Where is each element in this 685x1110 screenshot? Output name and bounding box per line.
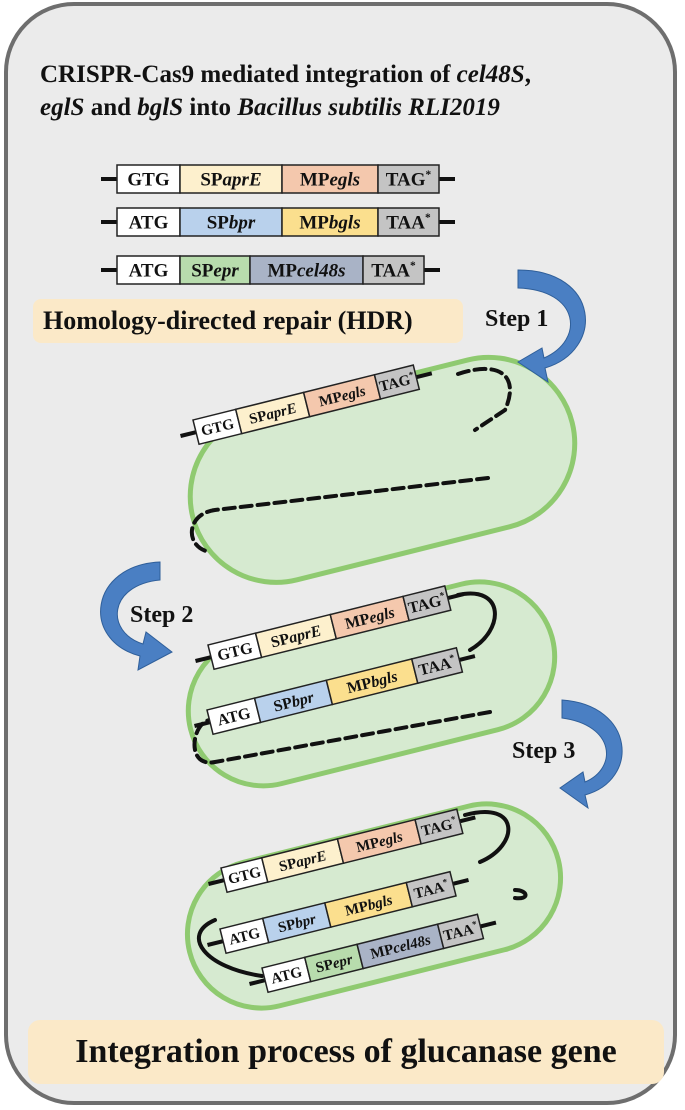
start-codon-label: GTG xyxy=(200,416,237,440)
start-codon-segment xyxy=(116,164,181,194)
start-codon-label: GTG xyxy=(227,864,264,888)
signal-peptide-label: SPbpr xyxy=(277,912,318,937)
stop-codon-segment xyxy=(410,646,464,685)
title-into: into xyxy=(183,94,238,121)
start-codon-label: ATG xyxy=(270,964,305,987)
stop-codon-segment xyxy=(414,808,464,845)
mature-peptide-label: MPegls xyxy=(300,170,360,191)
signal-peptide-label: SPepr xyxy=(314,952,354,977)
dna-tail xyxy=(207,939,224,947)
step-2-label: Step 2 xyxy=(130,602,194,628)
signal-peptide-segment xyxy=(179,164,283,194)
title-gene-bgls: bglS xyxy=(137,94,184,121)
dna-tail xyxy=(458,654,476,662)
stop-codon-label: TAA* xyxy=(371,260,416,282)
mature-peptide-segment xyxy=(281,207,379,237)
construct-egls: GTG SPaprE MPegls TAG* xyxy=(208,808,476,894)
stop-codon-label: TAG* xyxy=(386,169,432,191)
arrow-step-1 xyxy=(517,269,586,384)
dna-tail xyxy=(195,655,212,663)
stop-codon-segment xyxy=(377,164,440,194)
signal-peptide-label: SPepr xyxy=(191,261,239,282)
signal-peptide-segment xyxy=(179,255,251,285)
start-codon-segment xyxy=(116,207,181,237)
title-and: and xyxy=(84,94,138,121)
stop-codon-label: TAG* xyxy=(377,369,417,395)
title-gene-egls: eglS xyxy=(40,94,85,121)
start-codon-label: ATG xyxy=(228,925,263,948)
step-3-label: Step 3 xyxy=(512,738,576,764)
mature-peptide-label: MPbgls xyxy=(299,213,360,234)
construct-bgls: ATG SPbpr MPbgls TAA* xyxy=(101,207,455,237)
construct-cel48s: ATG SPepr MPcel48s TAA* xyxy=(101,255,440,285)
title-prefix: CRISPR-Cas9 mediated integration of xyxy=(40,61,457,88)
diagram-title: CRISPR-Cas9 mediated integration of cel4… xyxy=(40,58,640,124)
dna-tail xyxy=(479,920,497,929)
cell-3-solid-lower xyxy=(513,888,528,901)
cell-1-dashed-lower xyxy=(189,476,490,554)
title-organism: Bacillus subtilis RLI2019 xyxy=(237,94,500,121)
signal-peptide-label: SPaprE xyxy=(278,848,329,875)
dna-tail xyxy=(249,978,266,986)
dna-tail xyxy=(194,720,211,728)
stop-codon-segment xyxy=(402,585,452,622)
construct-egls: GTG SPaprE MPegls TAG* xyxy=(101,164,455,194)
stop-codon-label: TAA* xyxy=(441,919,480,945)
dna-tail xyxy=(459,815,476,824)
mature-peptide-label: MPbgls xyxy=(345,668,399,697)
stop-codon-label: TAA* xyxy=(386,212,431,234)
stop-codon-label: TAA* xyxy=(412,876,451,902)
stop-codon-segment xyxy=(377,207,440,237)
start-codon-label: GTG xyxy=(127,170,169,191)
stop-codon-label: TAG* xyxy=(419,814,459,840)
arrow-step-2 xyxy=(100,561,173,671)
mature-peptide-label: MPcel48s xyxy=(267,261,345,282)
mature-peptide-label: MPegls xyxy=(343,604,396,633)
cell-1-dashed-loop xyxy=(456,366,512,432)
dna-tail xyxy=(180,430,197,438)
dna-tail xyxy=(415,371,433,380)
cell-3-solid-left xyxy=(196,918,264,978)
dna-tail xyxy=(452,877,469,886)
signal-peptide-label: SPaprE xyxy=(248,401,299,428)
mature-peptide-label: MPbgls xyxy=(343,892,394,919)
mature-peptide-label: MPegls xyxy=(317,383,367,410)
mature-peptide-segment xyxy=(249,255,364,285)
signal-peptide-label: SPbpr xyxy=(207,213,256,234)
dna-tail xyxy=(447,592,464,601)
start-codon-label: ATG xyxy=(129,213,169,234)
stop-codon-segment xyxy=(405,870,457,908)
signal-peptide-label: SPbpr xyxy=(272,689,317,716)
stop-codon-segment xyxy=(362,255,425,285)
title-gene-cel48s: cel48S xyxy=(456,61,525,88)
cell-2-solid-loop xyxy=(456,591,497,652)
stop-codon-segment xyxy=(373,364,421,400)
arrow-step-3 xyxy=(559,699,623,810)
stop-codon-segment xyxy=(436,913,485,950)
bottom-label-box xyxy=(28,1020,664,1084)
signal-peptide-segment xyxy=(179,207,283,237)
construct-bgls: ATG SPbpr MPbgls TAA* xyxy=(207,870,469,955)
hdr-label-box xyxy=(33,299,463,343)
title-comma: , xyxy=(524,61,531,88)
mature-peptide-label: MPegls xyxy=(355,829,405,856)
dna-tail xyxy=(208,878,225,886)
step-1-label: Step 1 xyxy=(485,306,549,332)
construct-egls: GTG SPaprE MPegls TAG* xyxy=(180,364,433,446)
cell-3-solid-loop xyxy=(463,810,511,864)
hdr-label: Homology-directed repair (HDR) xyxy=(43,306,413,335)
bottom-label: Integration process of glucanase gene xyxy=(75,1033,617,1070)
start-codon-segment xyxy=(116,255,181,285)
signal-peptide-label: SPaprE xyxy=(200,170,261,191)
mature-peptide-segment xyxy=(281,164,379,194)
start-codon-label: ATG xyxy=(129,261,169,282)
cell-2-dashed-lower xyxy=(192,710,492,765)
